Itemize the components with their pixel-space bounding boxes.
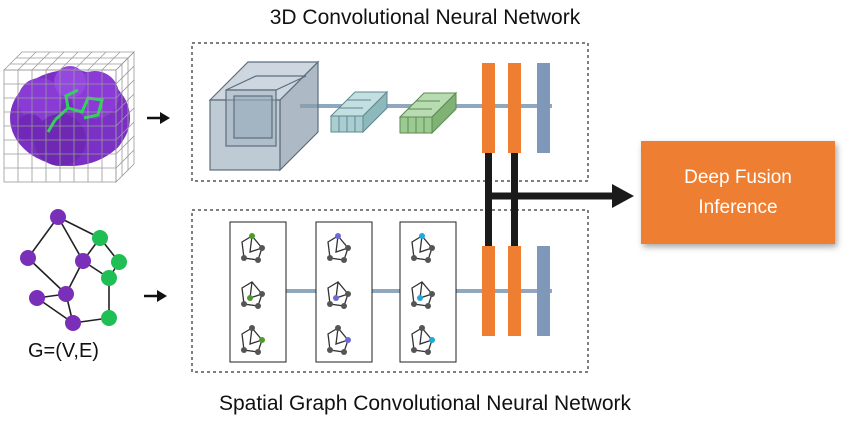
fusion-connectors	[485, 153, 614, 246]
sgcnn-title: Spatial Graph Convolutional Neural Netwo…	[218, 392, 632, 415]
input-graph	[20, 209, 127, 331]
cnn-blue-bar	[537, 63, 550, 153]
cnn-large-volume	[208, 60, 320, 172]
graph-label: G=(V,E)	[28, 340, 99, 362]
protein-surface	[10, 66, 130, 166]
sgcnn-blue-bar	[537, 246, 550, 336]
deep-fusion-box: Deep Fusion Inference	[641, 141, 835, 244]
cnn-teal-feature-maps	[329, 90, 389, 134]
sgcnn-orange-bar-1	[482, 246, 495, 336]
voxel-grid	[3, 51, 135, 183]
sgcnn-dashed-box	[191, 209, 589, 373]
cnn-title: 3D Convolutional Neural Network	[269, 6, 581, 29]
sgcnn-orange-bar-2	[508, 246, 521, 336]
cnn-orange-bar-1	[482, 63, 495, 153]
fusion-label-line2: Inference	[698, 196, 778, 218]
cnn-green-feature-maps	[398, 91, 458, 135]
cnn-dashed-box	[191, 42, 589, 182]
fusion-arrow-head	[612, 184, 634, 208]
input-arrow-top	[147, 112, 170, 124]
protein-voxel-cube	[3, 51, 135, 183]
graph-panel-2	[315, 221, 373, 363]
graph-panel-1	[229, 221, 287, 363]
input-arrow-bottom	[144, 290, 167, 302]
fusion-label-line1: Deep Fusion	[684, 166, 792, 188]
cnn-orange-bar-2	[508, 63, 521, 153]
graph-panel-3	[399, 221, 457, 363]
